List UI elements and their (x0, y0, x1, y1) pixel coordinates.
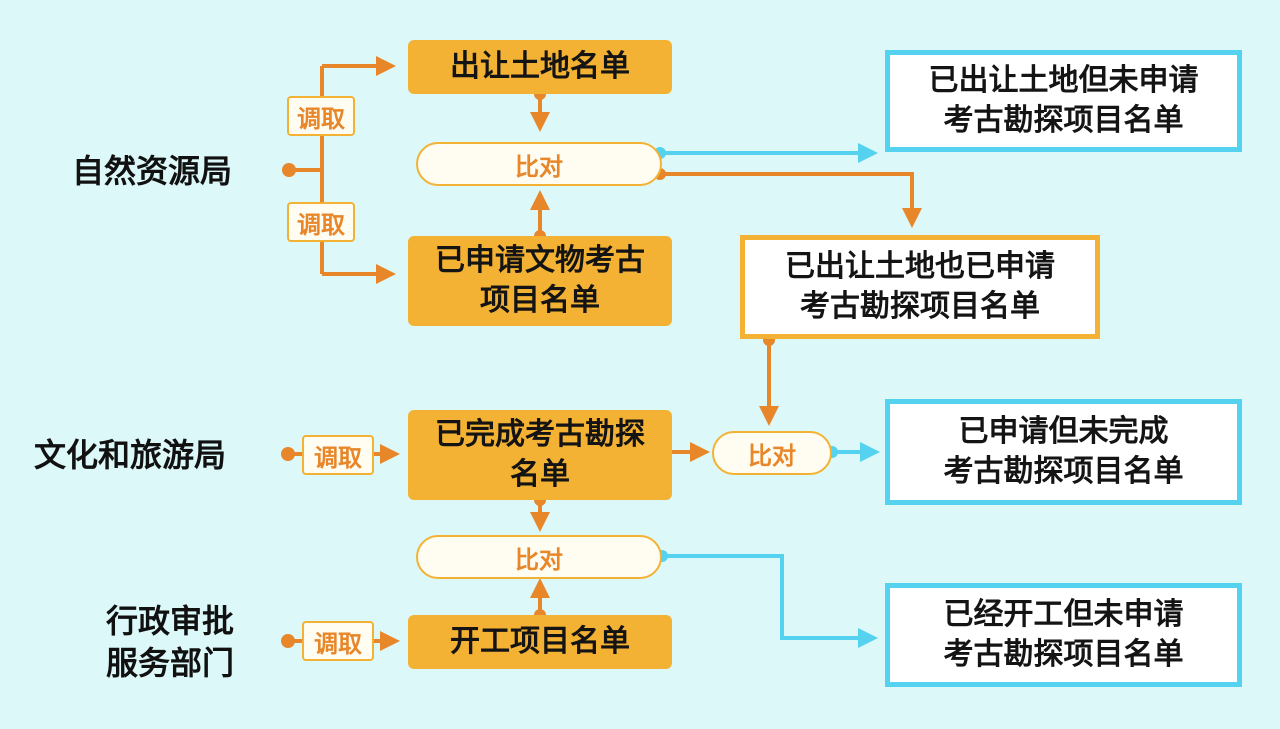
retrieve-tag-admin: 调取 (302, 621, 374, 661)
retrieve-tag-top: 调取 (287, 96, 355, 136)
list-completed-survey: 已完成考古勘探 名单 (408, 410, 672, 500)
list-transferred-land-label: 出让土地名单 (450, 49, 630, 84)
list-completed-survey-label: 已完成考古勘探 名单 (435, 417, 645, 492)
result-transferred-not-applied: 已出让土地但未申请 考古勘探项目名单 (885, 50, 1242, 152)
retrieve-tag-culture: 调取 (302, 435, 374, 475)
result-started-not-applied: 已经开工但未申请 考古勘探项目名单 (885, 583, 1242, 687)
agency-natural-resources: 自然资源局 (72, 152, 233, 190)
list-applied-relic-projects-label: 已申请文物考古 项目名单 (435, 243, 645, 318)
list-transferred-land: 出让土地名单 (408, 40, 672, 94)
compare-pill-bottom: 比对 (416, 535, 662, 579)
result-transferred-and-applied: 已出让土地也已申请 考古勘探项目名单 (740, 235, 1100, 339)
agency-culture-tourism: 文化和旅游局 (34, 436, 227, 474)
list-started-projects: 开工项目名单 (408, 615, 672, 669)
list-applied-relic-projects: 已申请文物考古 项目名单 (408, 236, 672, 326)
result-applied-not-completed-label: 已申请但未完成 考古勘探项目名单 (943, 414, 1184, 489)
arrow-to-result-2 (660, 172, 922, 228)
result-applied-not-completed: 已申请但未完成 考古勘探项目名单 (885, 399, 1242, 505)
list-started-projects-label: 开工项目名单 (450, 624, 630, 659)
arrow-to-result-4 (662, 554, 878, 648)
result-transferred-not-applied-label: 已出让土地但未申请 考古勘探项目名单 (928, 63, 1199, 138)
agency-admin-approval: 行政审批 服务部门 (106, 602, 235, 682)
compare-pill-middle: 比对 (712, 431, 832, 475)
compare-pill-top: 比对 (416, 142, 662, 186)
result-started-not-applied-label: 已经开工但未申请 考古勘探项目名单 (943, 597, 1184, 672)
retrieve-tag-bottom: 调取 (287, 202, 355, 242)
result-transferred-and-applied-label: 已出让土地也已申请 考古勘探项目名单 (785, 249, 1055, 324)
